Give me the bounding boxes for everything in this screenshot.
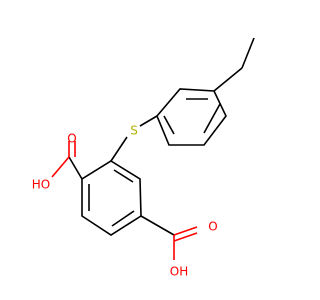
lower-ring-double-bond-2	[111, 210, 135, 227]
sulfur-to-ring-bond	[110, 136, 128, 162]
ethyl-bond	[213, 67, 243, 92]
upper-acid-oh-bond	[51, 156, 70, 178]
upper-ring-double-bond-1	[203, 103, 221, 134]
upper-carbonyl-oxygen-label: O	[67, 132, 76, 146]
upper-acid-carbon-bond	[68, 156, 83, 180]
upper-ring-double-bond-2	[163, 115, 175, 135]
ring-to-sulfur-bond	[139, 115, 158, 127]
upper-benzene-ring	[156, 88, 227, 146]
structure-canvas: S O HO O OH	[32, 37, 255, 279]
lower-acid-co-double-bond	[173, 232, 198, 242]
lower-acid-carbon-bond	[140, 215, 175, 236]
lower-carbonyl-oxygen-label: O	[208, 220, 217, 234]
sulfur-label: S	[130, 124, 138, 138]
lower-acid-co-bond	[173, 226, 198, 236]
lower-ring-double-bond-1	[113, 169, 134, 183]
upper-hydroxyl-label: HO	[32, 178, 50, 192]
lower-benzene-ring	[81, 160, 142, 236]
ethyl-terminal-bond	[241, 37, 255, 69]
lower-hydroxyl-label: OH	[170, 265, 188, 279]
molecule-diagram: S O HO O OH	[32, 37, 255, 279]
